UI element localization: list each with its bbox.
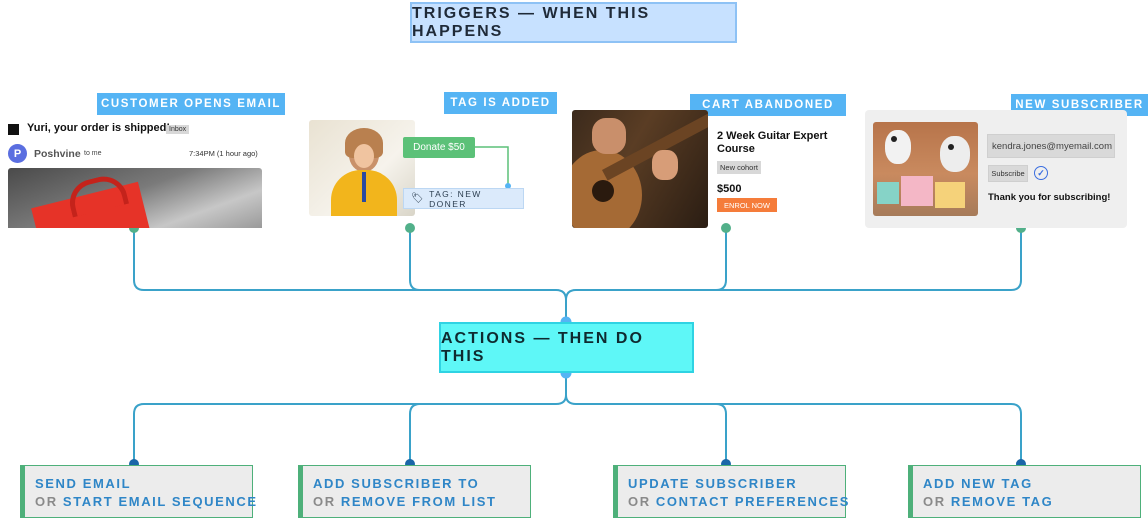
action-send-email: SEND EMAIL OR START EMAIL SEQUENCE [20, 465, 256, 518]
check-circle-icon: ✓ [1034, 166, 1048, 180]
thank-you-text: Thank you for subscribing! [988, 192, 1111, 203]
tag-icon: 🏷 [411, 193, 426, 204]
trigger-label-customer-opens-email: CUSTOMER OPENS EMAIL [97, 93, 285, 115]
action-line2: START EMAIL SEQUENCE [62, 494, 258, 509]
dogs-with-gifts-photo [873, 122, 978, 216]
triggers-header: TRIGGERS — WHEN THIS HAPPENS [410, 2, 737, 43]
action-or: OR [628, 494, 651, 509]
action-line2: CONTACT PREFERENCES [655, 494, 851, 509]
tag-connector-line [474, 146, 511, 189]
cohort-chip: New cohort [717, 161, 761, 174]
action-line1: ADD NEW TAG [923, 476, 1033, 491]
guitar-photo [572, 110, 708, 228]
action-or: OR [313, 494, 336, 509]
action-line2: REMOVE FROM LIST [340, 494, 497, 509]
inbox-chip: Inbox [166, 125, 190, 134]
email-checkbox-icon [8, 124, 19, 135]
action-line1: SEND EMAIL [35, 476, 132, 491]
trigger-node [405, 223, 415, 233]
volunteer-photo [309, 120, 415, 216]
shopping-bag-image [8, 168, 262, 228]
course-price: $500 [717, 183, 742, 195]
action-add-subscriber: ADD SUBSCRIBER TO OR REMOVE FROM LIST [298, 465, 531, 518]
action-line1: ADD SUBSCRIBER TO [313, 476, 480, 491]
action-line1: UPDATE SUBSCRIBER [628, 476, 798, 491]
actions-header: ACTIONS — THEN DO THIS [439, 322, 694, 373]
sender-avatar-icon: P [8, 144, 27, 163]
action-add-new-tag: ADD NEW TAG OR REMOVE TAG [908, 465, 1141, 518]
subscriber-card: kendra.jones@myemail.com Subscribe ✓ Tha… [865, 110, 1127, 228]
donate-button[interactable]: Donate $50 [403, 137, 475, 158]
course-title: 2 Week Guitar Expert Course [717, 130, 828, 155]
sender-name: Poshvine [34, 148, 81, 160]
email-time: 7:34PM (1 hour ago) [189, 149, 258, 158]
recipient-text: to me [84, 150, 102, 157]
subscribe-button[interactable]: Subscribe [988, 165, 1028, 182]
email-preview-card: Yuri, your order is shipped! Inbox P Pos… [8, 120, 262, 228]
trigger-label-tag-is-added: TAG IS ADDED [444, 92, 557, 114]
trigger-node [721, 223, 731, 233]
email-subject: Yuri, your order is shipped! [27, 122, 171, 134]
action-update-subscriber: UPDATE SUBSCRIBER OR CONTACT PREFERENCES [613, 465, 848, 518]
action-or: OR [35, 494, 58, 509]
enrol-now-button[interactable]: ENROL NOW [717, 198, 777, 212]
action-line2: REMOVE TAG [950, 494, 1054, 509]
action-or: OR [923, 494, 946, 509]
trigger-label-cart-abandoned: CART ABANDONED [690, 94, 846, 116]
new-doner-tag: 🏷 TAG: NEW DONER [403, 188, 524, 209]
tag-text: TAG: NEW DONER [429, 188, 482, 209]
subscriber-email-input[interactable]: kendra.jones@myemail.com [987, 134, 1115, 158]
